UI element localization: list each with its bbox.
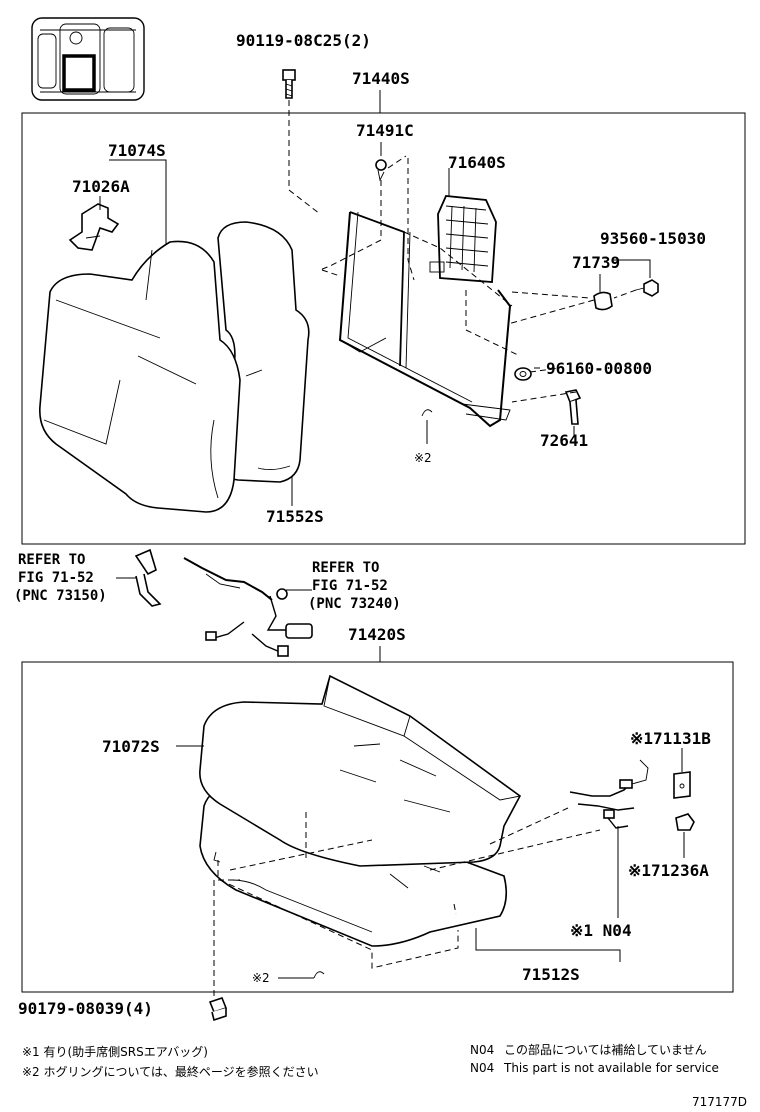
label-wire: ※1 N04 bbox=[570, 921, 632, 940]
label-cap: 71739 bbox=[572, 253, 620, 272]
seat-frame-part bbox=[338, 195, 512, 428]
ref-left-line2: FIG 71-52 bbox=[18, 570, 94, 586]
footnote-n04-en-code: N04 bbox=[470, 1061, 494, 1075]
label-back-pad: 71552S bbox=[266, 507, 324, 526]
label-sensor: ※171131B bbox=[630, 729, 711, 748]
sensor-part bbox=[673, 771, 691, 799]
seat-belt-buckle-part bbox=[116, 548, 162, 607]
clip-part bbox=[375, 159, 387, 182]
connector-part bbox=[675, 813, 695, 831]
label-clip: 71491C bbox=[356, 121, 414, 140]
lower-leader-lines bbox=[176, 745, 685, 962]
wire-harness-part bbox=[569, 759, 649, 829]
label-back-cover: 71074S bbox=[108, 141, 166, 160]
footnote-n04-en: This part is not available for service bbox=[503, 1061, 719, 1075]
screw-part bbox=[635, 279, 659, 297]
figure-id: 717177D bbox=[692, 1095, 747, 1109]
seat-cushion-group-frame bbox=[21, 661, 734, 993]
seat-belt-harness-part bbox=[183, 557, 313, 657]
bolt-top-part bbox=[282, 69, 296, 99]
side-bolt-part bbox=[564, 389, 582, 425]
cap-part bbox=[593, 291, 613, 311]
ref-left-line1: REFER TO bbox=[18, 552, 85, 568]
label-cushion-assy: 71420S bbox=[348, 625, 406, 644]
seat-cushion-cover-part bbox=[199, 674, 522, 867]
label-side-bolt: 72641 bbox=[540, 431, 588, 450]
seat-back-group-frame bbox=[21, 112, 746, 545]
label-bolt-top: 90119-08C25(2) bbox=[236, 31, 371, 50]
footnote-2: ※2 ホグリングについては、最終ページを参照ください bbox=[22, 1064, 319, 1079]
label-screw: 93560-15030 bbox=[600, 229, 706, 248]
label-connector: ※171236A bbox=[628, 861, 709, 880]
label-cushion-pad: 71512S bbox=[522, 965, 580, 984]
label-nut: 90179-08039(4) bbox=[18, 999, 153, 1018]
nut-part bbox=[208, 997, 228, 1022]
label-cushion-cover: 71072S bbox=[102, 737, 160, 756]
footnote-n04-ja: この部品については補給していません bbox=[504, 1042, 707, 1057]
ref-right-line1: REFER TO bbox=[312, 560, 379, 576]
back-pad-sub-part bbox=[68, 203, 120, 251]
label-back-assy: 71440S bbox=[352, 69, 410, 88]
ref-right-line2: FIG 71-52 bbox=[312, 578, 388, 594]
hog-ring-cushion bbox=[278, 971, 325, 979]
ref-left-line3: (PNC 73150) bbox=[14, 588, 107, 604]
hog-ring-back bbox=[421, 409, 433, 444]
seat-back-cover-part bbox=[39, 240, 241, 513]
label-ring-cushion: ※2 bbox=[252, 971, 270, 985]
upper-leader-lines bbox=[99, 142, 651, 506]
washer-part bbox=[514, 367, 532, 381]
footnote-1: ※1 有り(助手席側SRSエアバッグ) bbox=[22, 1044, 208, 1059]
footnote-n04-ja-code: N04 bbox=[470, 1043, 494, 1057]
label-frame: 71640S bbox=[448, 153, 506, 172]
vehicle-locator-thumbnail bbox=[31, 17, 145, 101]
ref-right-line3: (PNC 73240) bbox=[308, 596, 401, 612]
label-ring-back: ※2 bbox=[414, 451, 432, 465]
label-back-pad-sub: 71026A bbox=[72, 177, 130, 196]
label-washer: 96160-00800 bbox=[546, 359, 652, 378]
